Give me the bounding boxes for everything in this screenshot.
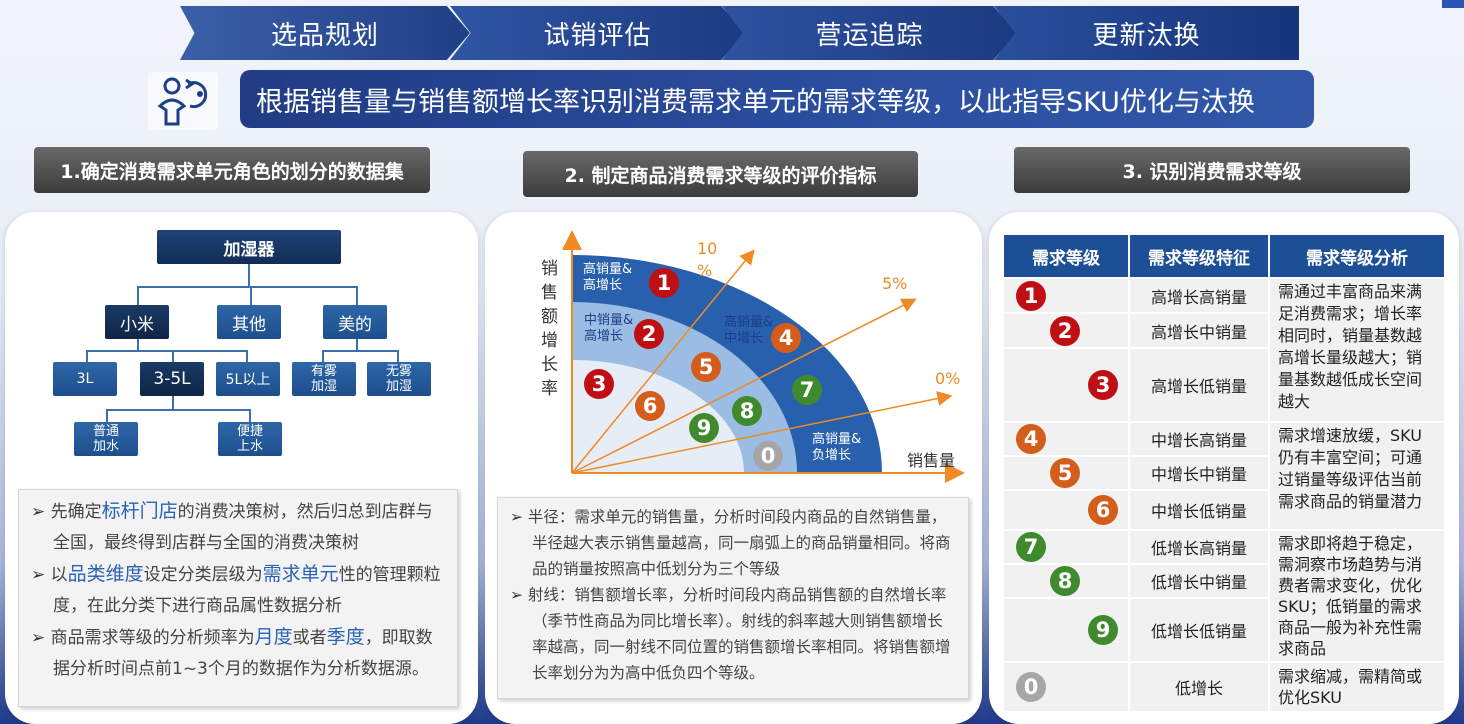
note-3: 商品需求等级的分析频率为月度或者季度，即取数据分析时间点前1~3个月的数据作为分… [31,622,445,685]
demand-level-table: 需求等级 需求等级特征 需求等级分析 1 高增长高销量 需通过丰富商品来满足消费… [1002,233,1446,713]
level-2-badge: 2 [1050,315,1080,346]
x-axis-label: 销售量 [907,451,956,470]
feature-0: 低增长 [1130,663,1268,711]
tree-mist-no: 无雾 加湿 [367,362,431,396]
analysis-decline: 需求缩减，需精简或优化SKU [1270,663,1444,711]
diagram-level-2: 2 [634,319,664,349]
feature-9: 低增长低销量 [1130,599,1268,661]
zone-label-mid-high: 中销量& 高增长 [584,313,634,344]
tree-brand-xiaomi: 小米 [105,305,169,339]
tree-cap-3-5l: 3-5L [140,362,204,396]
note-1: 先确定标杆门店的消费决策树，然后归总到店群与全国，最终得到店群与全国的消费决策树 [31,496,445,559]
diagram-level-9: 9 [689,413,719,443]
feature-8: 低增长中销量 [1130,565,1268,598]
analysis-low-growth: 需求即将趋于稳定，需洞察市场趋势与消费者需求变化，优化SKU；低销量的需求商品一… [1270,531,1444,661]
tree-water-easy: 便捷 上水 [218,422,282,456]
section3-title: 3. 识别消费需求等级 [1014,147,1410,193]
col-analysis: 需求等级分析 [1270,235,1444,277]
diagram-level-5: 5 [691,352,721,382]
diagram-level-6: 6 [635,391,665,421]
diagram-level-7: 7 [792,375,822,405]
diagram-level-1: 1 [649,268,679,298]
section2-title: 2. 制定商品消费需求等级的评价指标 [523,151,918,197]
level-1-badge: 1 [1016,280,1046,311]
zone-label-high-high: 高销量& 高增长 [583,262,633,293]
ray-5 [571,298,917,474]
zone-label-high-mid: 高销量& 中增长 [724,315,774,346]
diagram-level-0: 0 [753,441,783,471]
level-5-badge: 5 [1050,458,1080,488]
level-0-badge: 0 [1016,672,1046,702]
feature-4: 中增长高销量 [1130,423,1268,455]
tree-root: 加湿器 [157,230,341,264]
level-9-badge: 9 [1088,615,1118,646]
main-banner: 根据销售量与销售额增长率识别消费需求单元的需求等级，以此指导SKU优化与汰换 [240,70,1314,128]
note-ray: 射线：销售额增长率，分析时间段内商品销售额的自然增长率（季节性商品为同比增长率）… [510,582,956,686]
tree-water-normal: 普通 加水 [74,422,138,456]
feature-1: 高增长高销量 [1130,279,1268,312]
dataset-notes: 先确定标杆门店的消费决策树，然后归总到店群与全国，最终得到店群与全国的消费决策树… [18,489,458,707]
tree-cap-3l: 3L [53,362,117,396]
col-feature: 需求等级特征 [1130,235,1268,277]
note-radius: 半径：需求单元的销售量，分析时间段内商品的自然销售量，半径越大表示销售量越高，同… [510,504,956,582]
zone-label-high-neg: 高销量& 负增长 [812,432,862,463]
tree-brand-midea: 美的 [323,305,387,339]
ray-label-0: 0% [935,369,961,388]
diagram-level-3: 3 [584,369,614,399]
level-3-badge: 3 [1088,370,1118,400]
ray-10 [571,249,755,474]
step-selection-planning[interactable]: 选品规划 [180,6,470,60]
people-cycle-icon [148,72,218,130]
diagram-level-8: 8 [732,396,762,426]
analysis-high-growth: 需通过丰富商品来满足消费需求；增长率相同时，销量基数越高增长量级越大；销量基数越… [1270,279,1444,421]
step-update-replace[interactable]: 更新汰换 [994,6,1299,60]
feature-7: 低增长高销量 [1130,531,1268,564]
level-6-badge: 6 [1088,495,1118,525]
feature-5: 中增长中销量 [1130,457,1268,489]
diagram-level-4: 4 [771,323,801,353]
indicator-notes: 半径：需求单元的销售量，分析时间段内商品的自然销售量，半径越大表示销售量越高，同… [497,497,969,699]
step-operation-tracking[interactable]: 营运追踪 [722,6,1017,60]
tree-mist-yes: 有雾 加湿 [292,362,356,396]
col-level: 需求等级 [1004,235,1128,277]
level-8-badge: 8 [1050,566,1080,597]
feature-3: 高增长低销量 [1130,349,1268,421]
ray-label-5: 5% [882,274,908,293]
tree-cap-5l-plus: 5L以上 [216,362,280,396]
level-7-badge: 7 [1016,532,1046,563]
level-4-badge: 4 [1016,424,1046,454]
ray-label-10: 10 % [697,239,718,280]
note-2: 以品类维度设定分类层级为需求单元性的管理颗粒度，在此分类下进行商品属性数据分析 [31,559,445,622]
section1-title: 1.确定消费需求单元角色的划分的数据集 [34,147,430,193]
ray-0 [571,391,953,474]
y-axis-label: 销 售 额 增 长 率 [541,259,558,399]
tree-brand-other: 其他 [217,305,281,339]
analysis-mid-growth: 需求增速放缓，SKU仍有丰富空间；可通过销量等级评估当前需求商品的销量潜力 [1270,423,1444,529]
feature-2: 高增长中销量 [1130,314,1268,347]
feature-6: 中增长低销量 [1130,491,1268,529]
step-trial-evaluation[interactable]: 试销评估 [450,6,745,60]
logo-fragment [1442,0,1464,8]
